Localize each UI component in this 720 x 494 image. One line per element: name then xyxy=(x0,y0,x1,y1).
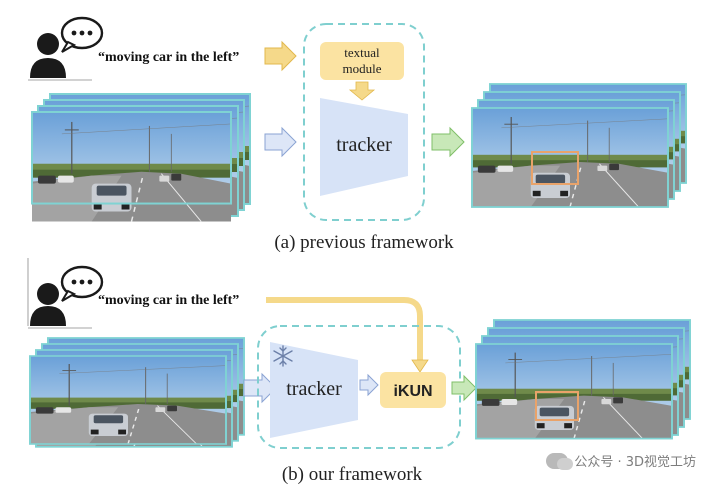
watermark-text: 公众号 · 3D视觉工坊 xyxy=(574,455,696,470)
ikun-module-box xyxy=(380,372,446,408)
tracker-to-output-arrow xyxy=(431,126,465,158)
input-video-frames xyxy=(29,337,245,448)
detected-car-bbox xyxy=(531,151,579,185)
module-to-tracker-arrow xyxy=(348,81,376,101)
our-framework: “moving car in the left” tracker iKUN xyxy=(27,258,691,485)
output-video-frames xyxy=(471,83,687,208)
textual-module-label-1: textual xyxy=(344,45,380,60)
speaker-person-icon xyxy=(30,283,66,326)
textual-module-label-2: module xyxy=(343,61,382,76)
speech-bubble-icon xyxy=(60,265,104,302)
caption-previous: (a) previous framework xyxy=(274,232,454,253)
tracker-to-ikun-arrow xyxy=(359,373,379,397)
watermark: 公众号 · 3D视觉工坊 xyxy=(546,451,696,470)
tracker-label: tracker xyxy=(286,378,342,400)
ikun-label: iKUN xyxy=(393,383,432,400)
query-text: “moving car in the left” xyxy=(98,293,239,308)
input-video-frames xyxy=(31,93,251,223)
video-to-tracker-arrow xyxy=(264,126,297,158)
query-text: “moving car in the left” xyxy=(98,50,239,65)
caption-ours: (b) our framework xyxy=(282,464,423,485)
output-video-frames xyxy=(475,319,691,440)
textual-module-box xyxy=(320,42,404,80)
speech-bubble-icon xyxy=(60,16,104,53)
previous-framework: “moving car in the left” textual module … xyxy=(28,16,687,253)
frozen-tracker-block xyxy=(270,342,358,438)
wechat-icon xyxy=(546,452,574,470)
tracker-block xyxy=(320,98,408,196)
tracker-label: tracker xyxy=(336,134,392,156)
text-to-ikun-arrow xyxy=(266,297,423,362)
tracker-dashed-box xyxy=(303,23,425,221)
ikun-to-output-arrow xyxy=(451,374,477,402)
detected-car-bbox xyxy=(535,391,579,421)
speaker-person-icon xyxy=(30,33,66,78)
video-to-tracker-arrow xyxy=(243,372,277,404)
text-to-module-arrow xyxy=(264,40,297,72)
snowflake-icon xyxy=(273,345,293,367)
text-to-ikun-arrowhead xyxy=(411,359,429,373)
